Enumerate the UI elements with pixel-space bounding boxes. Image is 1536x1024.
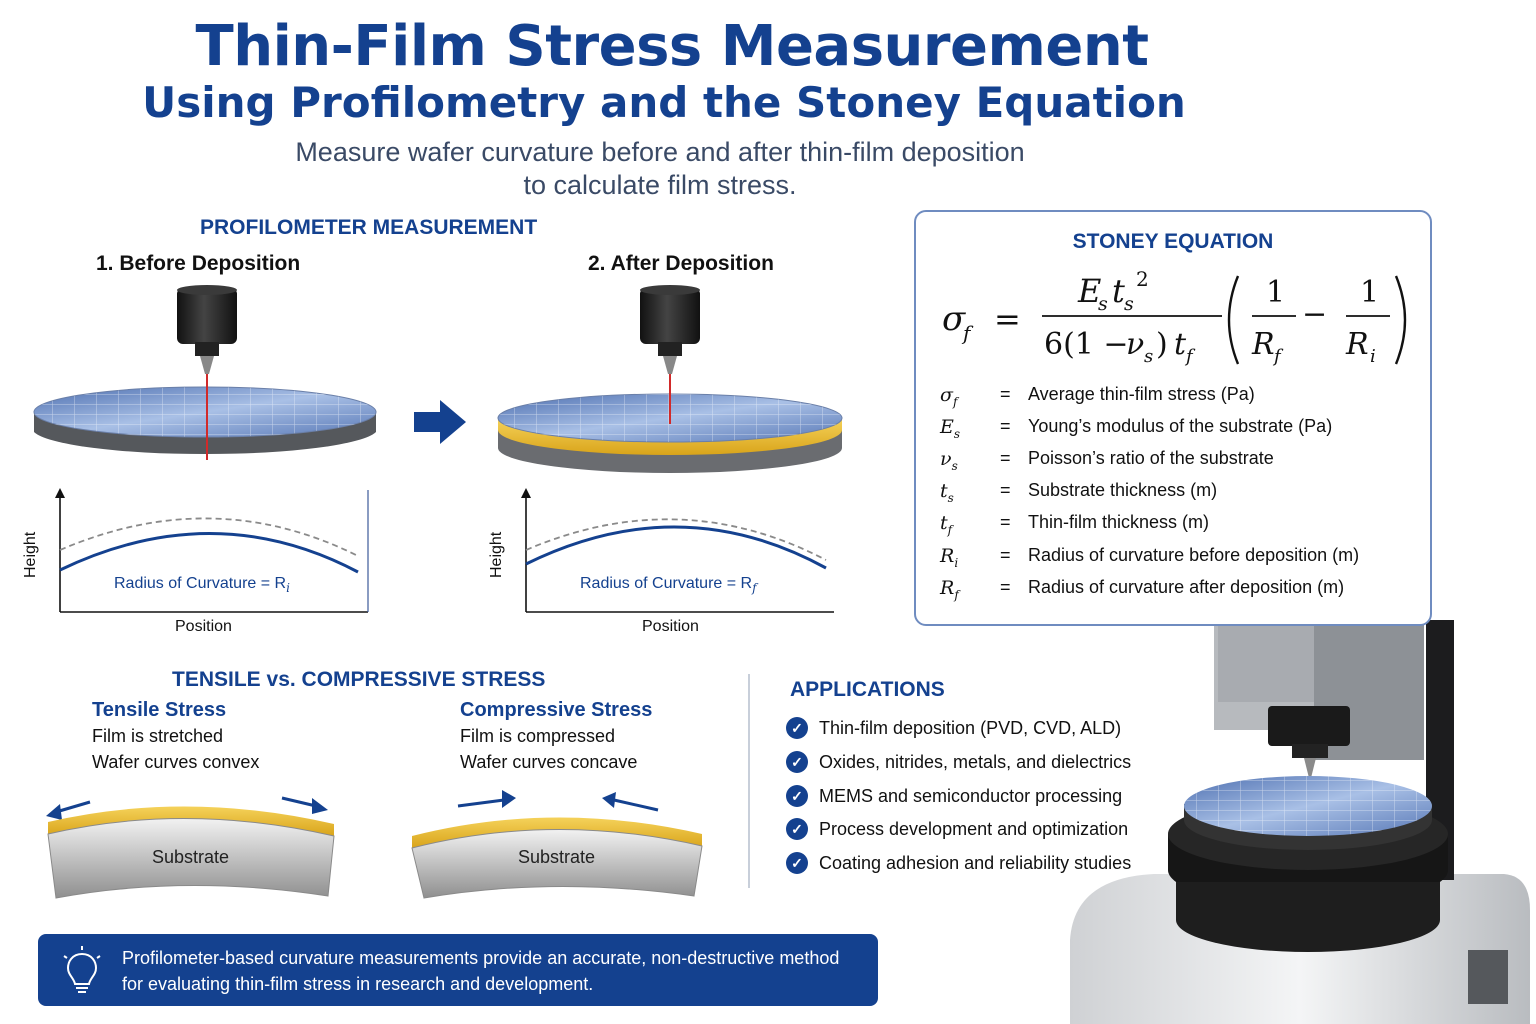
legend-description: Young’s modulus of the substrate (Pa)	[1028, 416, 1333, 436]
compressive-substrate-label: Substrate	[518, 847, 596, 867]
compressive-line-2: Wafer curves concave	[460, 752, 638, 772]
svg-text:1: 1	[1266, 275, 1285, 310]
svg-text:s: s	[1098, 293, 1108, 315]
svg-text:t: t	[1112, 272, 1125, 310]
legend-description: Average thin-film stress (Pa)	[1028, 384, 1255, 404]
legend-symbol: νs	[940, 448, 958, 473]
check-icon: ✓	[786, 751, 808, 773]
page-title: Thin-Film Stress Measurement	[195, 14, 1149, 79]
applications-heading: APPLICATIONS	[790, 678, 945, 701]
compressive-right-arrow-icon	[457, 790, 516, 808]
svg-text:=: =	[994, 300, 1021, 338]
legend-symbol: σf	[940, 384, 958, 409]
page-subtitle-title: Using Profilometry and the Stoney Equati…	[142, 78, 1186, 127]
profilometer-heading: PROFILOMETER MEASUREMENT	[200, 216, 538, 239]
svg-text:): )	[1156, 327, 1168, 362]
svg-text:f: f	[961, 321, 974, 345]
svg-text:s: s	[1124, 293, 1134, 315]
after-y-axis-label: Height	[488, 531, 505, 578]
legend-symbol: Ri	[940, 545, 959, 570]
section-divider	[748, 674, 750, 888]
tensile-line-1: Film is stretched	[92, 726, 224, 746]
tensile-description: Film is stretched Wafer curves convex	[92, 723, 259, 775]
tensile-substrate-label: Substrate	[152, 847, 230, 867]
page-description: Measure wafer curvature before and after…	[0, 136, 1320, 202]
description-line-2: to calculate film stress.	[523, 170, 797, 200]
compressive-title: Compressive Stress	[460, 699, 653, 721]
after-curvature-text: Radius of Curvature = R	[580, 575, 753, 592]
check-icon: ✓	[786, 818, 808, 840]
tensile-diagram	[46, 796, 335, 899]
svg-text:f: f	[1272, 346, 1284, 367]
svg-text:R: R	[1345, 327, 1369, 362]
svg-text:s: s	[1144, 346, 1153, 367]
svg-text:2: 2	[1136, 267, 1149, 291]
before-deposition-label: 1. Before Deposition	[96, 252, 301, 275]
legend-symbol: ts	[940, 480, 954, 505]
check-icon: ✓	[786, 785, 808, 807]
before-wafer-illustration	[33, 285, 377, 460]
svg-text:i: i	[1370, 346, 1376, 367]
footer-banner: Profilometer-based curvature measurement…	[38, 934, 878, 1006]
compressive-diagram	[411, 790, 703, 899]
after-wafer-illustration	[497, 285, 843, 473]
compressive-left-arrow-icon	[602, 792, 659, 812]
svg-text:σ: σ	[942, 299, 966, 339]
footer-text: Profilometer-based curvature measurement…	[122, 945, 862, 997]
svg-text:R: R	[1251, 327, 1275, 362]
svg-text:−: −	[1302, 297, 1327, 332]
tensile-line-2: Wafer curves convex	[92, 752, 260, 772]
legend-description: Radius of curvature after deposition (m)	[1028, 577, 1345, 597]
probe-icon	[177, 285, 237, 374]
after-x-axis-label: Position	[642, 618, 699, 635]
legend-symbol: Rf	[940, 577, 959, 602]
footer-line-2: for evaluating thin-film stress in resea…	[122, 974, 594, 994]
before-x-axis-label: Position	[175, 618, 232, 635]
legend-symbol: Es	[940, 416, 961, 441]
compressive-description: Film is compressed Wafer curves concave	[460, 723, 637, 775]
probe-icon	[640, 285, 700, 374]
legend-description: Radius of curvature before deposition (m…	[1028, 545, 1360, 565]
svg-text:E: E	[1077, 272, 1101, 310]
description-line-1: Measure wafer curvature before and after…	[295, 137, 1025, 167]
before-curvature-text: Radius of Curvature = R	[114, 575, 287, 592]
footer-line-1: Profilometer-based curvature measurement…	[122, 948, 840, 968]
lightbulb-icon	[63, 946, 101, 993]
check-icon: ✓	[786, 717, 808, 739]
legend-description: Thin-film thickness (m)	[1028, 512, 1210, 532]
before-curvature-subscript: i	[286, 581, 290, 596]
svg-text:f: f	[1184, 346, 1196, 367]
after-curvature-label: Radius of Curvature = Rf	[580, 575, 757, 595]
svg-text:6(1 −: 6(1 −	[1044, 327, 1129, 362]
svg-text:t: t	[1174, 327, 1187, 362]
legend-description: Poisson’s ratio of the substrate	[1028, 448, 1274, 468]
stoney-heading: STONEY EQUATION	[1072, 230, 1274, 253]
stress-heading: TENSILE vs. COMPRESSIVE STRESS	[172, 668, 546, 691]
tensile-left-arrow-icon	[46, 800, 91, 820]
legend-symbol: tf	[940, 512, 953, 537]
check-icon: ✓	[786, 852, 808, 874]
tensile-title: Tensile Stress	[92, 699, 227, 721]
before-curvature-label: Radius of Curvature = Ri	[114, 575, 290, 595]
profilometer-instrument-image	[1070, 620, 1530, 1024]
svg-text:ν: ν	[1126, 327, 1144, 362]
right-arrow-icon	[414, 400, 466, 444]
legend-description: Substrate thickness (m)	[1028, 480, 1218, 500]
after-curvature-subscript: f	[752, 581, 757, 596]
after-deposition-label: 2. After Deposition	[588, 252, 774, 275]
before-curvature-plot	[55, 488, 369, 613]
after-curvature-plot	[521, 488, 834, 613]
before-y-axis-label: Height	[22, 531, 39, 578]
svg-text:1: 1	[1360, 275, 1379, 310]
compressive-line-1: Film is compressed	[460, 726, 616, 746]
tensile-right-arrow-icon	[281, 796, 328, 814]
